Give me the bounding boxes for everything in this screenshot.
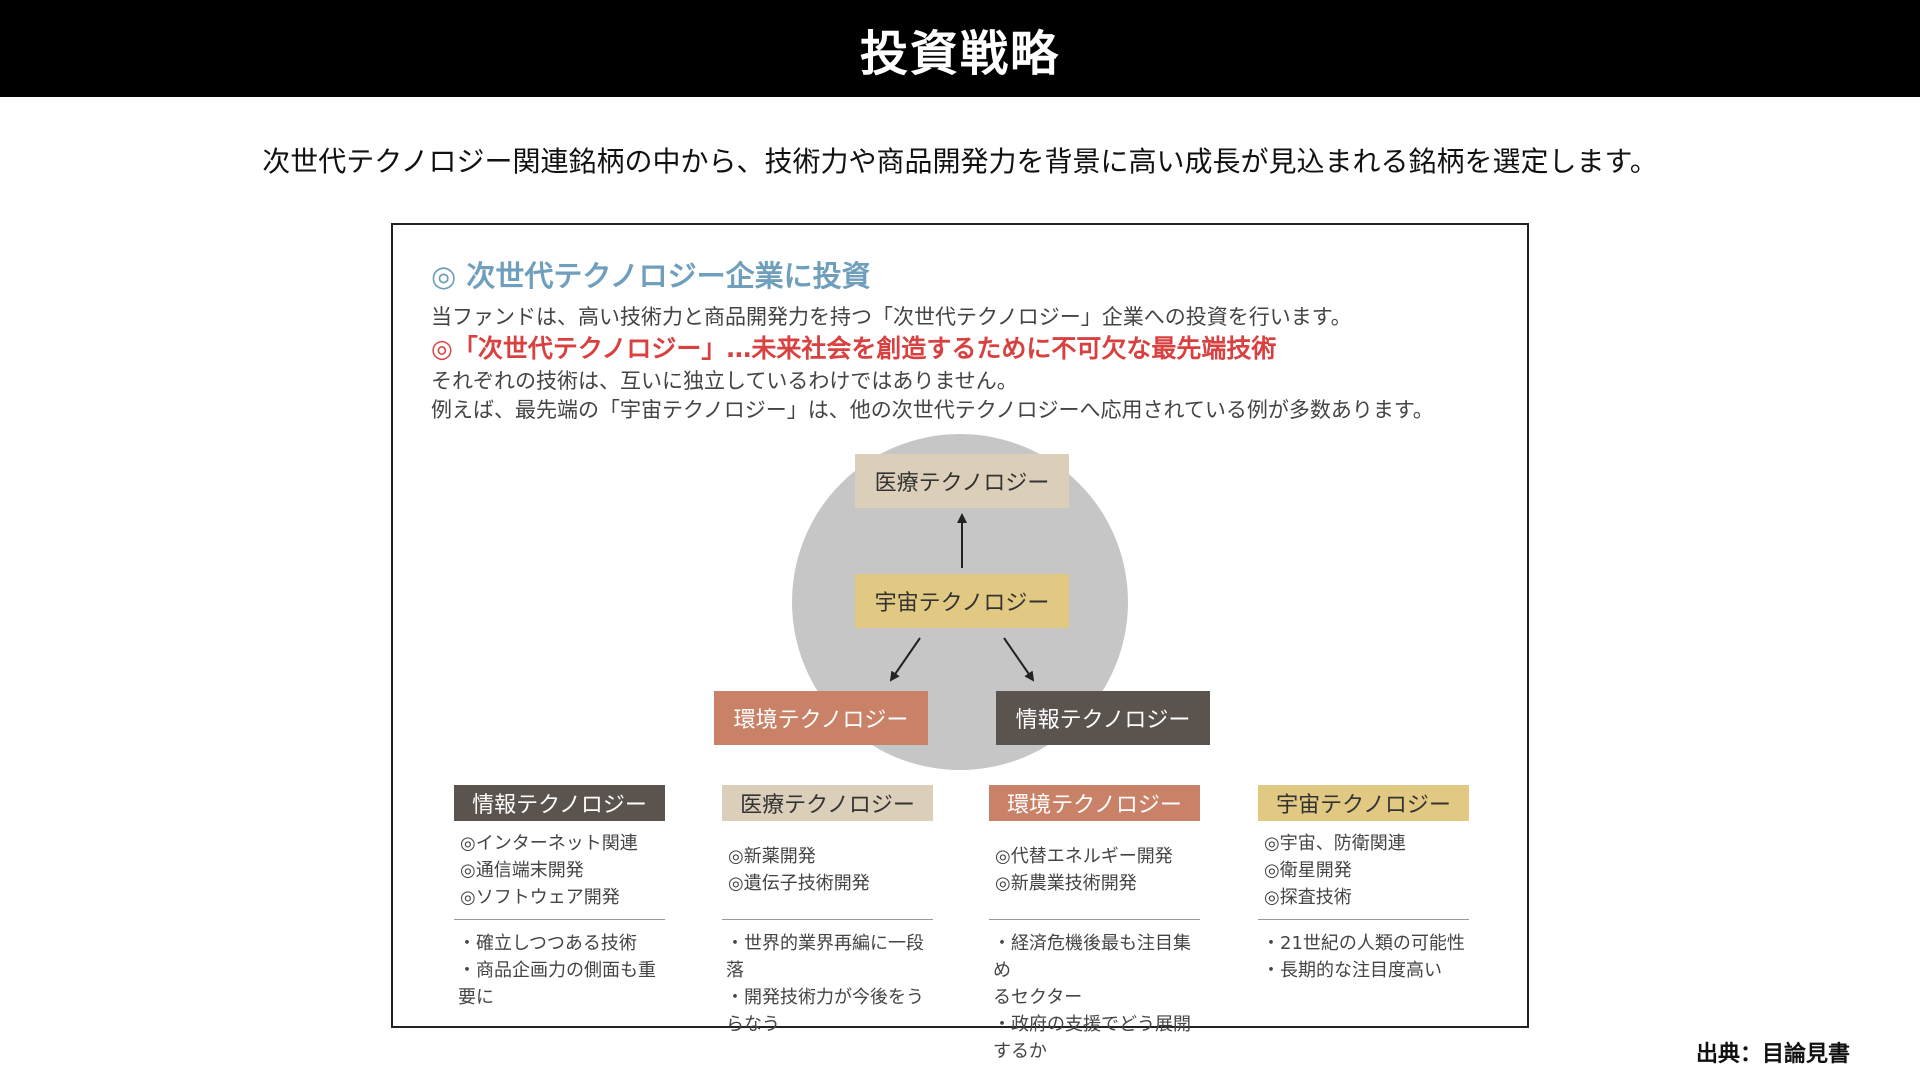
column-note: ・開発技術力が今後をうらなう [726, 987, 924, 1035]
column-notes: ・世界的業界再編に一段落 ・開発技術力が今後をうらなう [722, 920, 933, 1038]
column-item: ◎遺伝子技術開発 [728, 873, 870, 894]
column-note: ・政府の支援でどう展開するか [993, 1014, 1191, 1062]
column-note: ・世界的業界再編に一段落 [726, 933, 924, 981]
column-notes: ・確立しつつある技術 ・商品企画力の側面も重要に [454, 920, 665, 1011]
column-notes: ・経済危機後最も注目集め るセクター ・政府の支援でどう展開するか [989, 920, 1200, 1065]
panel-heading: ◎ 次世代テクノロジー企業に投資 [431, 259, 871, 293]
column-notes: ・21世紀の人類の可能性 ・長期的な注目度高い [1258, 920, 1469, 984]
column-medical: 医療テクノロジー ◎新薬開発 ◎遺伝子技術開発 ・世界的業界再編に一段落 ・開発… [722, 785, 933, 1038]
column-note: ・確立しつつある技術 [458, 933, 637, 954]
column-item: ◎通信端末開発 [460, 859, 584, 881]
column-item: ◎衛星開発 [1264, 859, 1352, 881]
source-citation: 出典：目論見書 [1695, 1042, 1850, 1067]
column-item: ◎探査技術 [1264, 886, 1352, 908]
column-space: 宇宙テクノロジー ◎宇宙、防衛関連 ◎衛星開発 ◎探査技術 ・21世紀の人類の可… [1258, 785, 1469, 984]
column-note: るセクター [993, 987, 1083, 1008]
column-items: ◎宇宙、防衛関連 ◎衛星開発 ◎探査技術 [1258, 821, 1469, 920]
panel-line-2: それぞれの技術は、互いに独立しているわけではありません。 [431, 369, 1018, 393]
column-item: ◎新農業技術開発 [995, 873, 1137, 894]
column-environment: 環境テクノロジー ◎代替エネルギー開発 ◎新農業技術開発 ・経済危機後最も注目集… [989, 785, 1200, 1065]
column-note: ・経済危機後最も注目集め [993, 933, 1191, 981]
column-note: ・21世紀の人類の可能性 [1262, 933, 1465, 954]
medical-tech-box: 医療テクノロジー [855, 454, 1069, 508]
lead-text: 次世代テクノロジー関連銘柄の中から、技術力や商品開発力を背景に高い成長が見込まれ… [262, 145, 1658, 178]
column-header: 医療テクノロジー [722, 785, 933, 821]
column-item: ◎宇宙、防衛関連 [1264, 832, 1406, 854]
strategy-panel: ◎ 次世代テクノロジー企業に投資 当ファンドは、高い技術力と商品開発力を持つ「次… [391, 223, 1529, 1062]
header-bar: 投資戦略 [0, 0, 1920, 97]
column-note: ・長期的な注目度高い [1262, 960, 1442, 981]
column-header: 情報テクノロジー [454, 785, 665, 821]
column-information: 情報テクノロジー ◎インターネット関連 ◎通信端末開発 ◎ソフトウェア開発 ・確… [454, 785, 665, 1011]
column-note: ・商品企画力の側面も重要に [458, 960, 656, 1008]
space-tech-box: 宇宙テクノロジー [855, 574, 1069, 628]
tech-columns: 情報テクノロジー ◎インターネット関連 ◎通信端末開発 ◎ソフトウェア開発 ・確… [454, 785, 1469, 1062]
column-items: ◎新薬開発 ◎遺伝子技術開発 [722, 821, 933, 920]
column-item: ◎新薬開発 [728, 846, 816, 867]
panel-line-3: 例えば、最先端の「宇宙テクノロジー」は、他の次世代テクノロジーへ応用されている例… [431, 398, 1434, 422]
panel-line-1: 当ファンドは、高い技術力と商品開発力を持つ「次世代テクノロジー」企業への投資を行… [431, 305, 1352, 329]
column-items: ◎代替エネルギー開発 ◎新農業技術開発 [989, 821, 1200, 920]
column-items: ◎インターネット関連 ◎通信端末開発 ◎ソフトウェア開発 [454, 821, 665, 920]
column-item: ◎ソフトウェア開発 [460, 886, 620, 908]
panel-highlight: ◎「次世代テクノロジー」…未来社会を創造するために不可欠な最先端技術 [431, 334, 1277, 363]
column-header: 環境テクノロジー [989, 785, 1200, 821]
column-header: 宇宙テクノロジー [1258, 785, 1469, 821]
information-tech-box: 情報テクノロジー [996, 691, 1210, 745]
environment-tech-box: 環境テクノロジー [714, 691, 928, 745]
page-title: 投資戦略 [859, 25, 1060, 82]
column-item: ◎インターネット関連 [460, 832, 638, 854]
column-item: ◎代替エネルギー開発 [995, 846, 1173, 867]
